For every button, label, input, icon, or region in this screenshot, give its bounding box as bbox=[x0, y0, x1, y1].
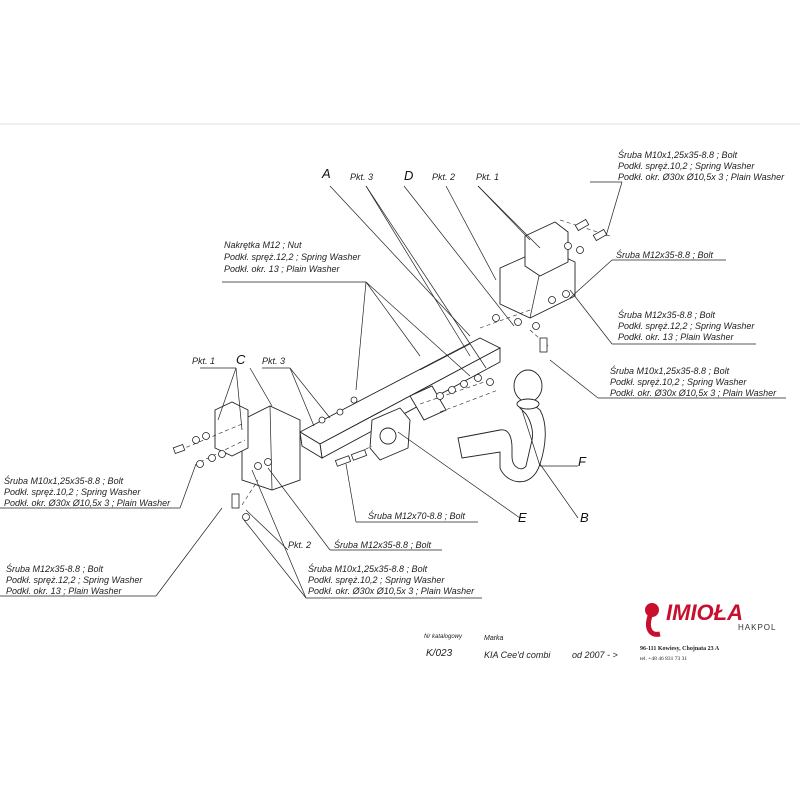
catalog-number-label: Nr katalogowy bbox=[424, 634, 463, 640]
label-c: C bbox=[236, 352, 246, 367]
b-callout-line3: Podkł. okr. Ø30x Ø10,5x 3 ; Plain Washer bbox=[308, 586, 475, 596]
socket-plate-e bbox=[369, 385, 447, 461]
company-phone: tel. +48 46 831 73 31 bbox=[640, 656, 687, 662]
label-a: A bbox=[321, 166, 331, 181]
b-callout-line2: Podkł. spręż.10,2 ; Spring Washer bbox=[308, 575, 445, 585]
leader-lines bbox=[0, 181, 786, 599]
label-b: B bbox=[580, 510, 589, 525]
l1-callout-line1: Śruba M10x1,25x35-8.8 ; Bolt bbox=[4, 475, 124, 486]
label-pkt2-bottom: Pkt. 2 bbox=[288, 540, 311, 550]
label-e: E bbox=[518, 510, 527, 525]
tr-callout-line1: Śruba M10x1,25x35-8.8 ; Bolt bbox=[618, 149, 738, 160]
brand-label: Marka bbox=[484, 635, 504, 642]
l1-callout-line2: Podkł. spręż.10,2 ; Spring Washer bbox=[4, 487, 141, 497]
b-callout-line1: Śruba M10x1,25x35-8.8 ; Bolt bbox=[308, 563, 428, 574]
logo-hook-icon bbox=[645, 615, 661, 637]
nut-callout-line3: Podkł. okr. 13 ; Plain Washer bbox=[224, 264, 341, 274]
label-pkt1-left: Pkt. 1 bbox=[192, 356, 215, 366]
l2-callout-line2: Podkł. spręż.12,2 ; Spring Washer bbox=[6, 575, 143, 585]
left-bracket-c bbox=[214, 401, 301, 491]
l1-callout-line3: Podkł. okr. Ø30x Ø10,5x 3 ; Plain Washer bbox=[4, 498, 171, 508]
logo-subtitle: HAKPOL bbox=[738, 623, 776, 632]
r3-callout-line2: Podkł. spręż.10,2 ; Spring Washer bbox=[610, 377, 747, 387]
logo-ball-icon bbox=[645, 603, 659, 617]
l2-callout-line3: Podkł. okr. 13 ; Plain Washer bbox=[6, 586, 123, 596]
r3-callout-line3: Podkł. okr. Ø30x Ø10,5x 3 ; Plain Washer bbox=[610, 388, 777, 398]
fasteners bbox=[172, 218, 608, 521]
label-pkt1-top: Pkt. 1 bbox=[476, 172, 499, 182]
right-bracket-d bbox=[499, 221, 576, 319]
label-f: F bbox=[578, 454, 587, 469]
r2-callout-line2: Podkł. spręż.12,2 ; Spring Washer bbox=[618, 321, 755, 331]
logo-name: IMIOŁA bbox=[666, 600, 743, 625]
m12x35-callout-bottom: Śruba M12x35-8.8 ; Bolt bbox=[334, 539, 432, 550]
r2-callout-line3: Podkł. okr. 13 ; Plain Washer bbox=[618, 332, 735, 342]
label-pkt3-top: Pkt. 3 bbox=[350, 172, 373, 182]
imiola-logo: IMIOŁA HAKPOL bbox=[645, 600, 776, 637]
label-pkt2-top: Pkt. 2 bbox=[432, 172, 455, 182]
tr-callout-line2: Podkł. spręż.10,2 ; Spring Washer bbox=[618, 161, 755, 171]
label-pkt3-left: Pkt. 3 bbox=[262, 356, 285, 366]
company-address: 96-111 Kowiesy, Chojnata 23 A bbox=[640, 646, 720, 652]
label-d: D bbox=[404, 168, 413, 183]
right-bolt-callout: Śruba M12x35-8.8 ; Bolt bbox=[616, 249, 714, 260]
production-year: od 2007 - > bbox=[572, 650, 618, 660]
main-crossbeam bbox=[299, 337, 501, 459]
r2-callout-line1: Śruba M12x35-8.8 ; Bolt bbox=[618, 309, 716, 320]
r3-callout-line1: Śruba M10x1,25x35-8.8 ; Bolt bbox=[610, 365, 730, 376]
m12x70-callout: Śruba M12x70-8.8 ; Bolt bbox=[368, 510, 466, 521]
brand-value: KIA Cee'd combi bbox=[484, 650, 551, 660]
catalog-number-value: K/023 bbox=[426, 648, 453, 659]
l2-callout-line1: Śruba M12x35-8.8 ; Bolt bbox=[6, 563, 104, 574]
tow-ball-b bbox=[457, 369, 546, 483]
nut-callout-line1: Nakrętka M12 ; Nut bbox=[224, 240, 302, 250]
nut-callout-line2: Podkł. spręż.12,2 ; Spring Washer bbox=[224, 252, 361, 262]
tr-callout-line3: Podkł. okr. Ø30x Ø10,5x 3 ; Plain Washer bbox=[618, 172, 785, 182]
